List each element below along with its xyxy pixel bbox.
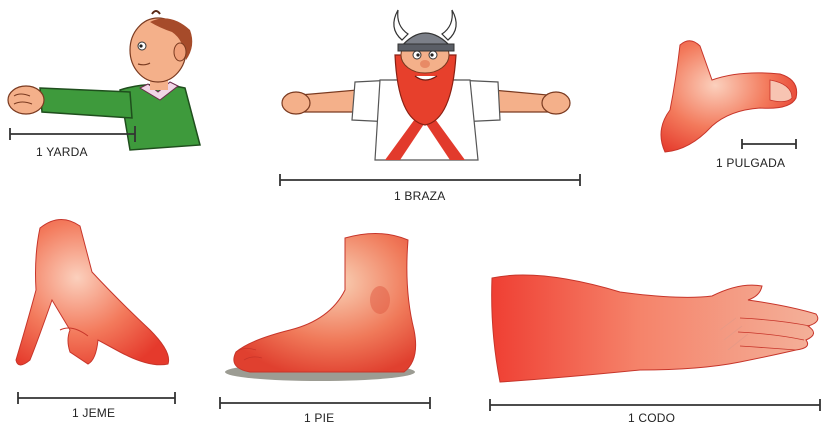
- yarda-ruler: [10, 126, 135, 142]
- yarda-figure: [8, 11, 200, 150]
- pulgada-ruler: [742, 139, 796, 149]
- yarda-label: 1 YARDA: [36, 145, 88, 159]
- jeme-ruler: [18, 392, 175, 404]
- braza-ruler: [280, 174, 580, 186]
- pie-ruler: [220, 397, 430, 409]
- pulgada-figure: [661, 41, 797, 152]
- braza-figure: [282, 10, 570, 160]
- jeme-figure: [16, 219, 169, 365]
- pie-label: 1 PIE: [304, 411, 334, 425]
- pulgada-label: 1 PULGADA: [716, 156, 785, 170]
- codo-ruler: [490, 399, 820, 411]
- codo-label: 1 CODO: [628, 411, 675, 425]
- braza-label: 1 BRAZA: [394, 189, 445, 203]
- codo-figure: [492, 275, 818, 382]
- jeme-label: 1 JEME: [72, 406, 115, 420]
- pie-figure: [225, 233, 416, 381]
